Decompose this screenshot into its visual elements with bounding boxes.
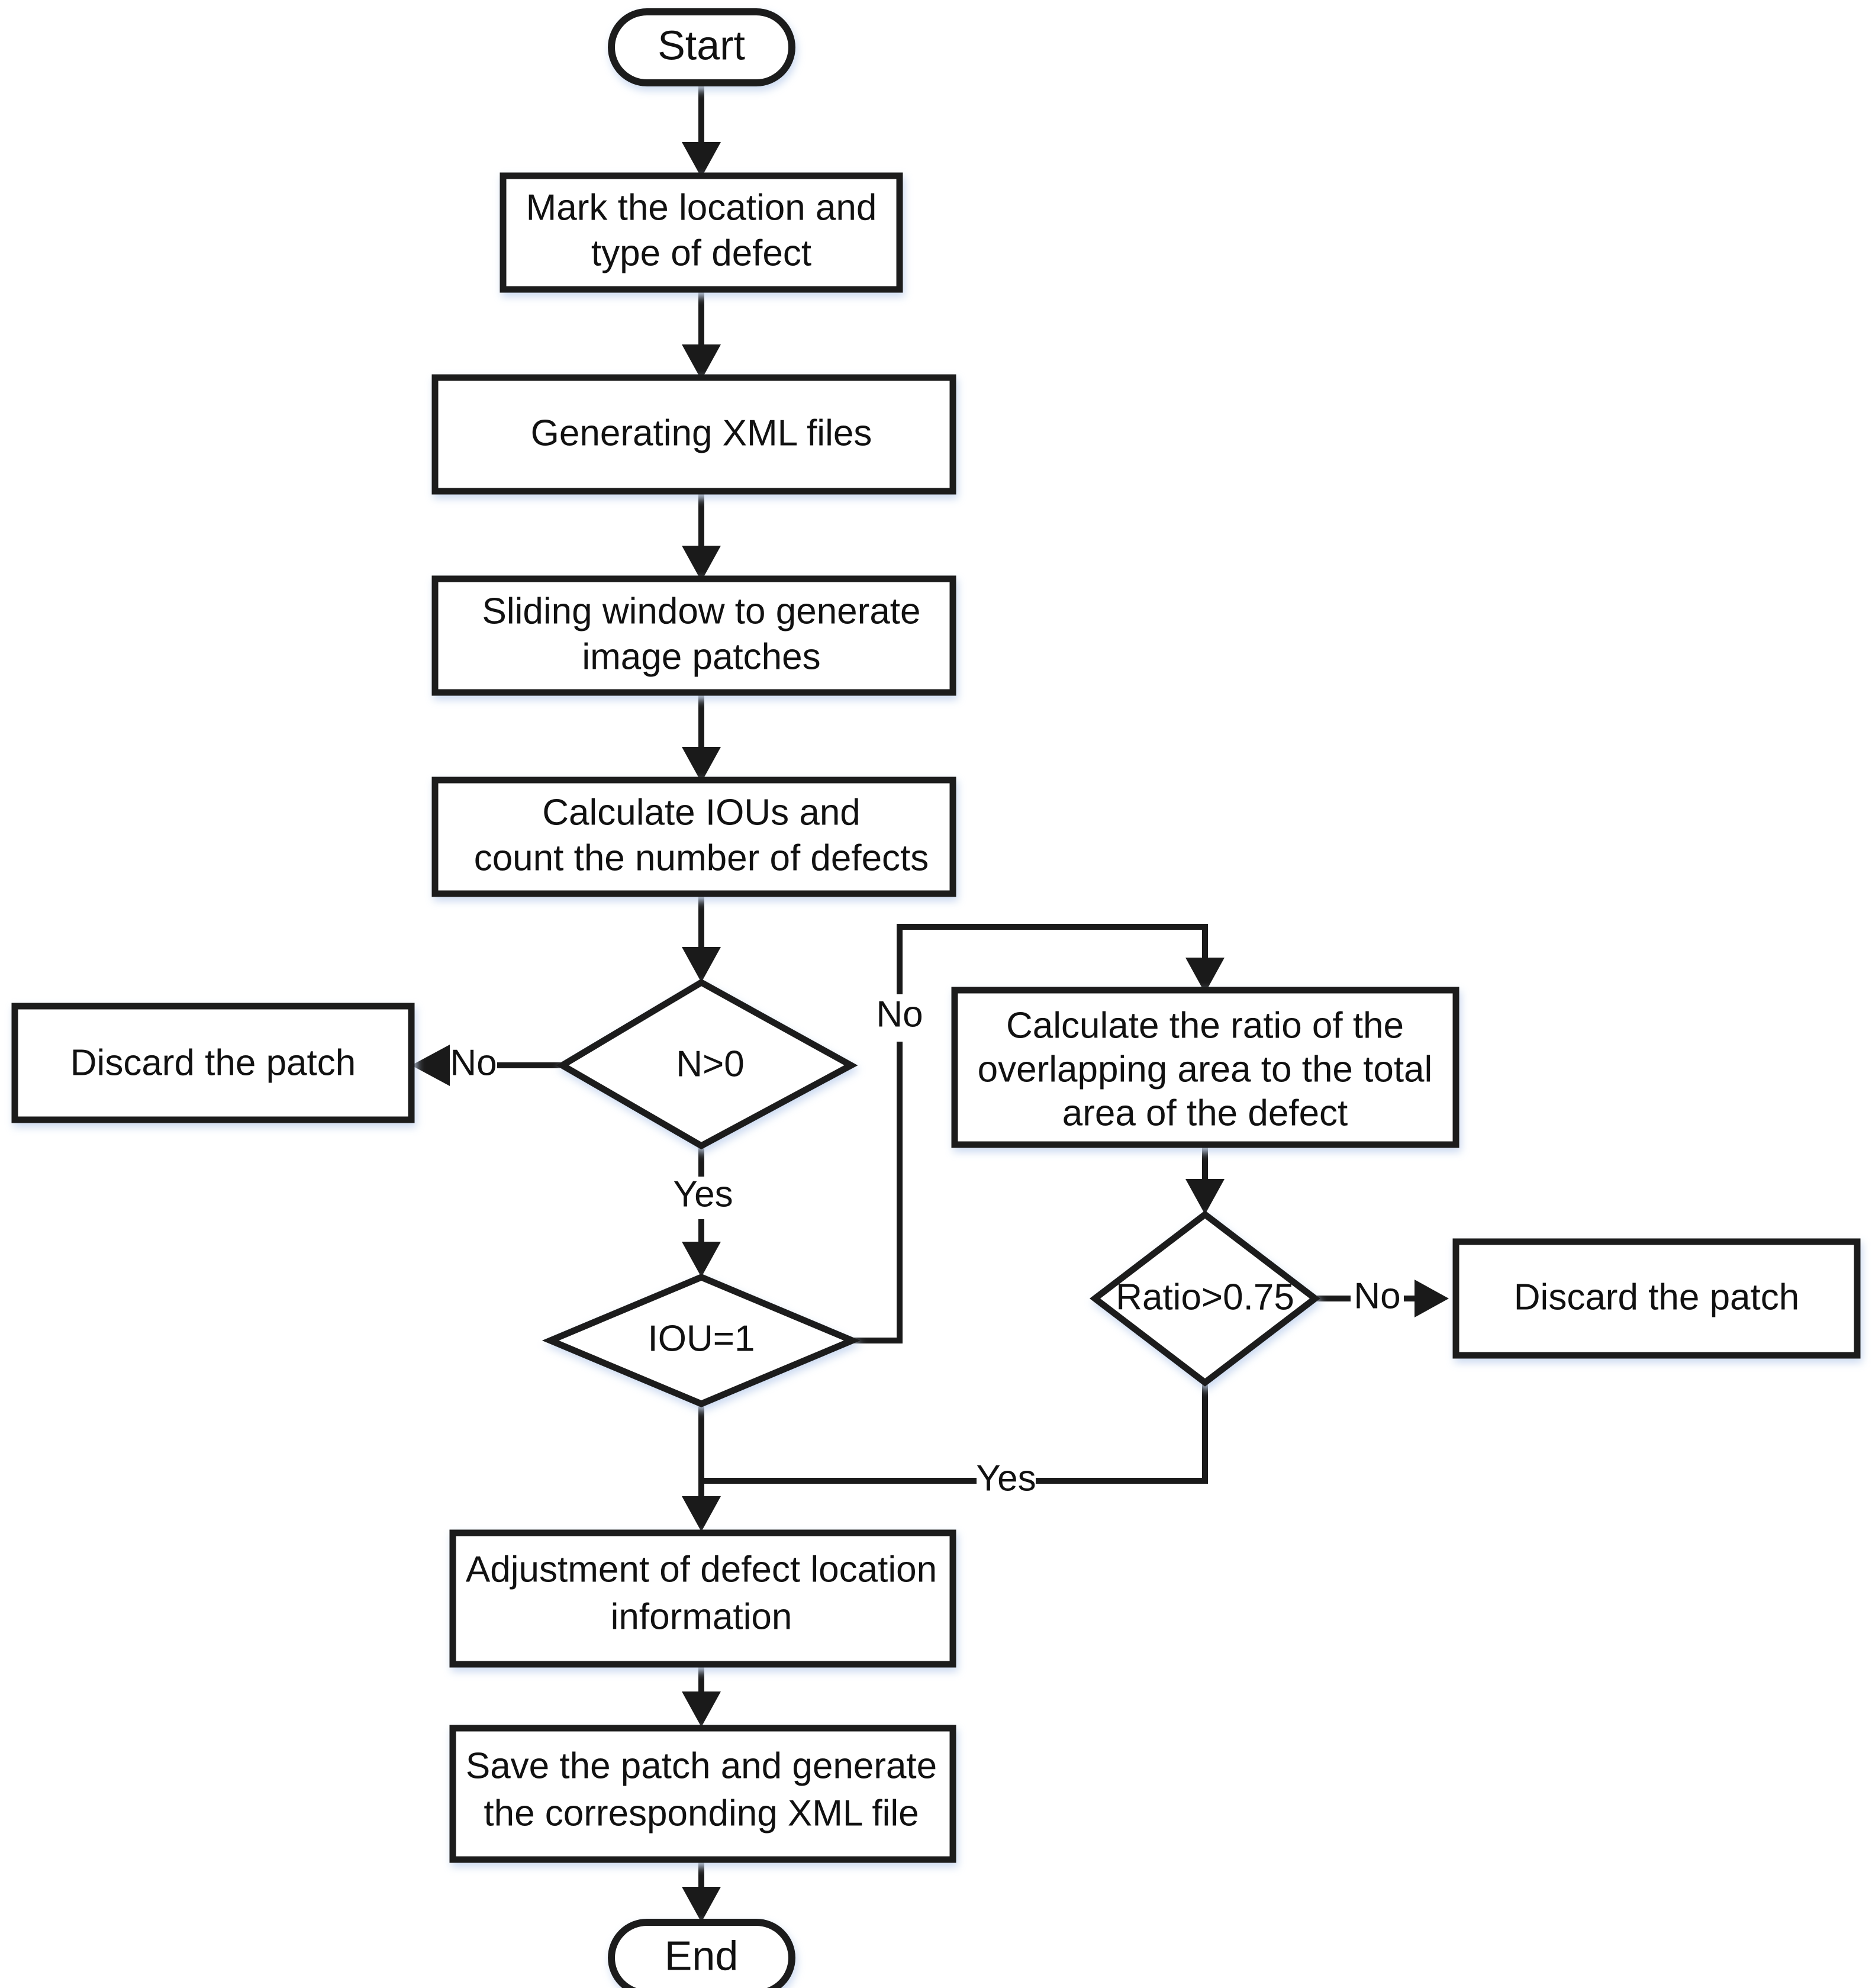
node-calc-ious-line2: count the number of defects <box>474 837 929 878</box>
edge-sliding-to-calcious <box>682 694 721 782</box>
node-decide-iou[interactable] <box>542 1274 861 1407</box>
node-adjust-location[interactable] <box>449 1529 956 1668</box>
node-save-patch[interactable] <box>449 1725 956 1863</box>
node-sliding-window[interactable] <box>431 575 956 696</box>
node-start-label: Start <box>658 22 745 68</box>
edge-calcratio-to-decideratio <box>1185 1145 1225 1214</box>
node-calc-ratio-line1: Calculate the ratio of the <box>1006 1005 1404 1046</box>
node-sliding-window-line1: Sliding window to generate <box>482 591 920 631</box>
edge-label-layer: No Yes No No Yes <box>450 994 1400 1499</box>
edge-iou-no-to-calcratio <box>852 924 1225 1343</box>
edge-label-n-no: No <box>450 1042 497 1083</box>
edge-n-no-to-discard-left <box>411 1045 562 1086</box>
edge-calcious-to-n <box>682 895 721 982</box>
edge-iou-to-adjust <box>682 1404 721 1532</box>
node-calc-ious-line1: Calculate IOUs and <box>542 792 861 833</box>
edge-mark-to-generate <box>682 289 721 380</box>
edge-save-to-end <box>682 1858 721 1922</box>
edge-label-iou-no: No <box>876 994 923 1035</box>
edge-ratio-yes-to-adjust <box>701 1383 1208 1484</box>
edge-adjust-to-save <box>682 1664 721 1727</box>
node-calc-ratio-line2: overlapping area to the total <box>978 1049 1433 1090</box>
edge-n-yes-to-iou <box>682 1145 721 1277</box>
node-end[interactable] <box>608 1919 795 1988</box>
node-start[interactable] <box>608 8 795 86</box>
edge-generate-to-sliding <box>682 491 721 581</box>
node-mark-defect-line1: Mark the location and <box>526 187 877 228</box>
node-adjust-location-line2: information <box>611 1596 792 1637</box>
node-calc-ratio[interactable] <box>951 987 1459 1148</box>
node-decide-ratio[interactable] <box>1089 1210 1321 1387</box>
node-discard-right[interactable] <box>1452 1238 1861 1359</box>
edge-start-to-mark <box>682 86 721 178</box>
edge-label-ratio-no: No <box>1354 1275 1400 1316</box>
node-generate-xml-label: Generating XML files <box>531 413 872 453</box>
node-discard-right-label: Discard the patch <box>1514 1277 1799 1317</box>
node-decide-n-label: N>0 <box>676 1043 744 1084</box>
node-mark-defect-line2: type of defect <box>591 233 811 273</box>
node-sliding-window-line2: image patches <box>582 636 820 677</box>
node-decide-n[interactable] <box>556 978 858 1150</box>
connector-layer: Discard the patch (left) --> IOU=1 --> u… <box>411 86 1449 1922</box>
node-decide-iou-label: IOU=1 <box>648 1318 755 1359</box>
node-calc-ratio-line3: area of the defect <box>1062 1093 1348 1133</box>
node-end-label: End <box>665 1932 739 1979</box>
edge-label-n-yes: Yes <box>673 1174 733 1214</box>
edge-label-ratio-yes: Yes <box>976 1458 1036 1499</box>
node-calc-ious[interactable] <box>431 776 956 897</box>
node-save-patch-line1: Save the patch and generate <box>466 1745 937 1786</box>
node-mark-defect[interactable] <box>500 172 903 293</box>
node-decide-ratio-label: Ratio>0.75 <box>1116 1277 1294 1317</box>
node-discard-left-label: Discard the patch <box>70 1042 356 1083</box>
edge-ratio-no-to-discard-right <box>1315 1280 1449 1317</box>
node-discard-left[interactable] <box>11 1003 415 1123</box>
node-save-patch-line2: the corresponding XML file <box>484 1793 919 1834</box>
node-adjust-location-line1: Adjustment of defect location <box>466 1549 937 1590</box>
node-generate-xml[interactable] <box>431 374 956 495</box>
